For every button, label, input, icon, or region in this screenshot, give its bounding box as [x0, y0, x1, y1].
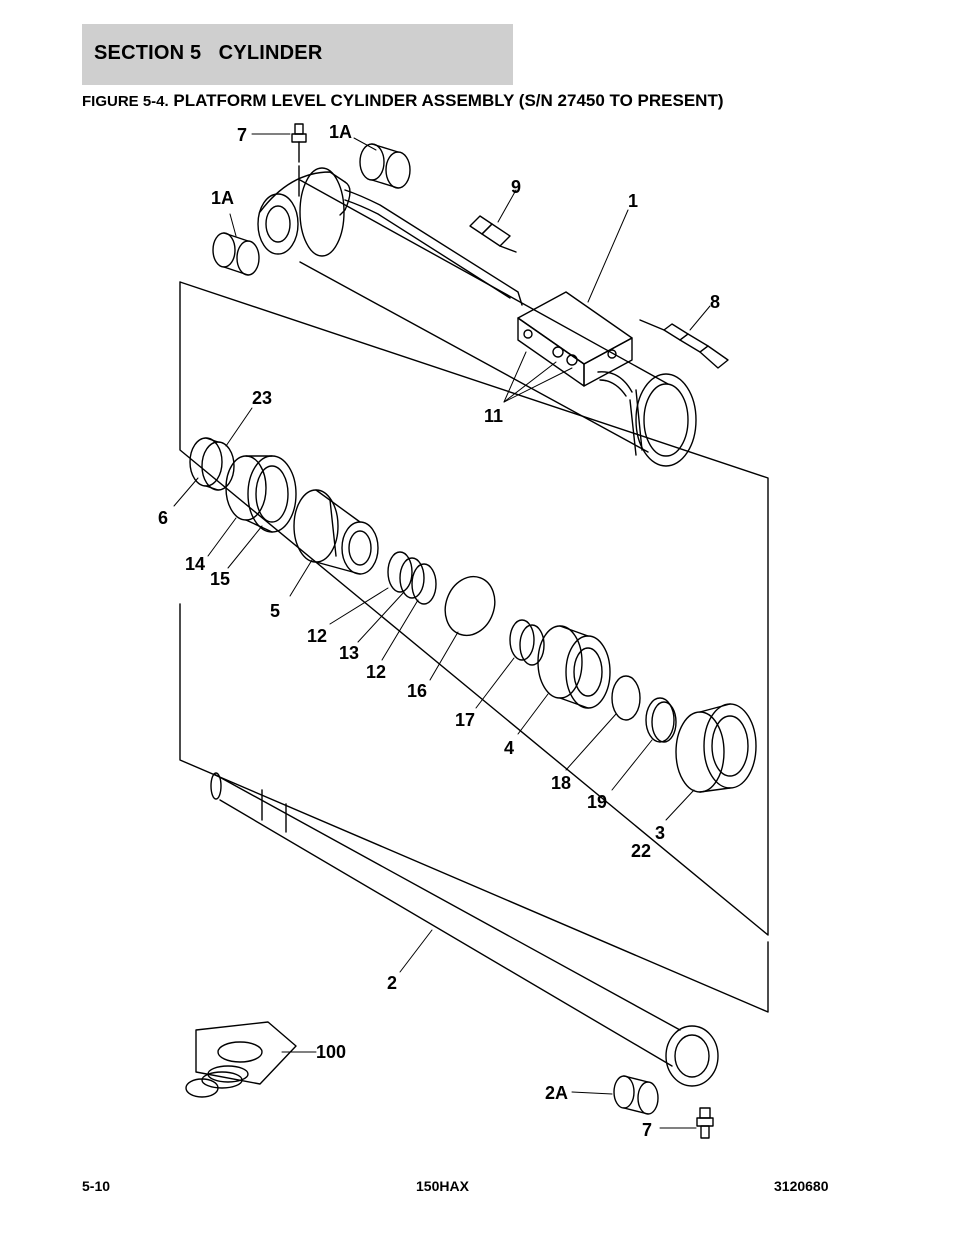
piston-rod	[210, 772, 719, 1087]
callout-17: 17	[455, 710, 475, 730]
callout-23: 23	[252, 388, 272, 408]
gland-4	[537, 625, 611, 709]
barrel-tube	[257, 167, 697, 467]
callout-12b: 12	[366, 662, 386, 682]
alignment-box-upper	[179, 281, 769, 936]
figure-number: FIGURE 5-4.	[82, 93, 169, 110]
hydraulic-tube	[344, 189, 523, 306]
o-ring-13	[399, 557, 425, 599]
section-header: SECTION 5 CYLINDER	[82, 24, 513, 85]
callout-2a: 2A	[545, 1083, 568, 1103]
callout-19: 19	[587, 792, 607, 812]
callout-7-bottom: 7	[642, 1120, 652, 1140]
callout-1a-left: 1A	[211, 188, 234, 208]
callout-18: 18	[551, 773, 571, 793]
callout-16: 16	[407, 681, 427, 701]
bushing-2a	[613, 1075, 659, 1115]
model-name: 150HAX	[416, 1178, 469, 1194]
seal-18	[611, 675, 641, 721]
ring-17	[509, 619, 545, 666]
collar-3	[675, 703, 757, 793]
o-ring-12b	[411, 563, 437, 605]
grease-fitting-bottom	[696, 1107, 714, 1139]
page-number: 5-10	[82, 1178, 111, 1194]
callout-100: 100	[316, 1042, 346, 1062]
callout-7-top: 7	[237, 125, 247, 145]
grease-fitting-top	[291, 123, 307, 197]
callout-2: 2	[387, 973, 397, 993]
callout-8: 8	[710, 292, 720, 312]
wear-ring-23	[189, 437, 235, 491]
fitting-8	[639, 319, 729, 369]
callout-11: 11	[484, 406, 503, 426]
document-number: 3120680	[774, 1178, 829, 1194]
callout-4: 4	[504, 738, 514, 758]
callout-3: 3	[655, 823, 665, 843]
callout-9: 9	[511, 177, 521, 197]
callout-1a-top: 1A	[329, 122, 352, 142]
figure-caption: PLATFORM LEVEL CYLINDER ASSEMBLY (S/N 27…	[173, 91, 724, 110]
bushing-1a-top	[359, 143, 411, 189]
seal-19	[645, 697, 677, 743]
valve-block	[517, 291, 633, 387]
leader-lines	[173, 133, 711, 1129]
alignment-box-lower	[179, 603, 769, 1013]
callout-12a: 12	[307, 626, 327, 646]
seal-kit-bag	[185, 1021, 297, 1098]
callout-1: 1	[628, 191, 638, 211]
figure-title: FIGURE 5-4. PLATFORM LEVEL CYLINDER ASSE…	[82, 91, 724, 111]
callout-13: 13	[339, 643, 359, 663]
bushing-1a-left	[212, 232, 260, 276]
callout-5: 5	[270, 601, 280, 621]
callout-15: 15	[210, 569, 230, 589]
section-title: SECTION 5 CYLINDER	[94, 42, 323, 64]
callout-6: 6	[158, 508, 168, 528]
o-ring-12a	[387, 551, 413, 593]
piston	[293, 489, 379, 575]
cylinder-head	[225, 455, 297, 533]
o-ring-16	[444, 575, 496, 637]
callout-22: 22	[631, 841, 651, 861]
fitting-9	[469, 215, 517, 253]
callout-14: 14	[185, 554, 205, 574]
